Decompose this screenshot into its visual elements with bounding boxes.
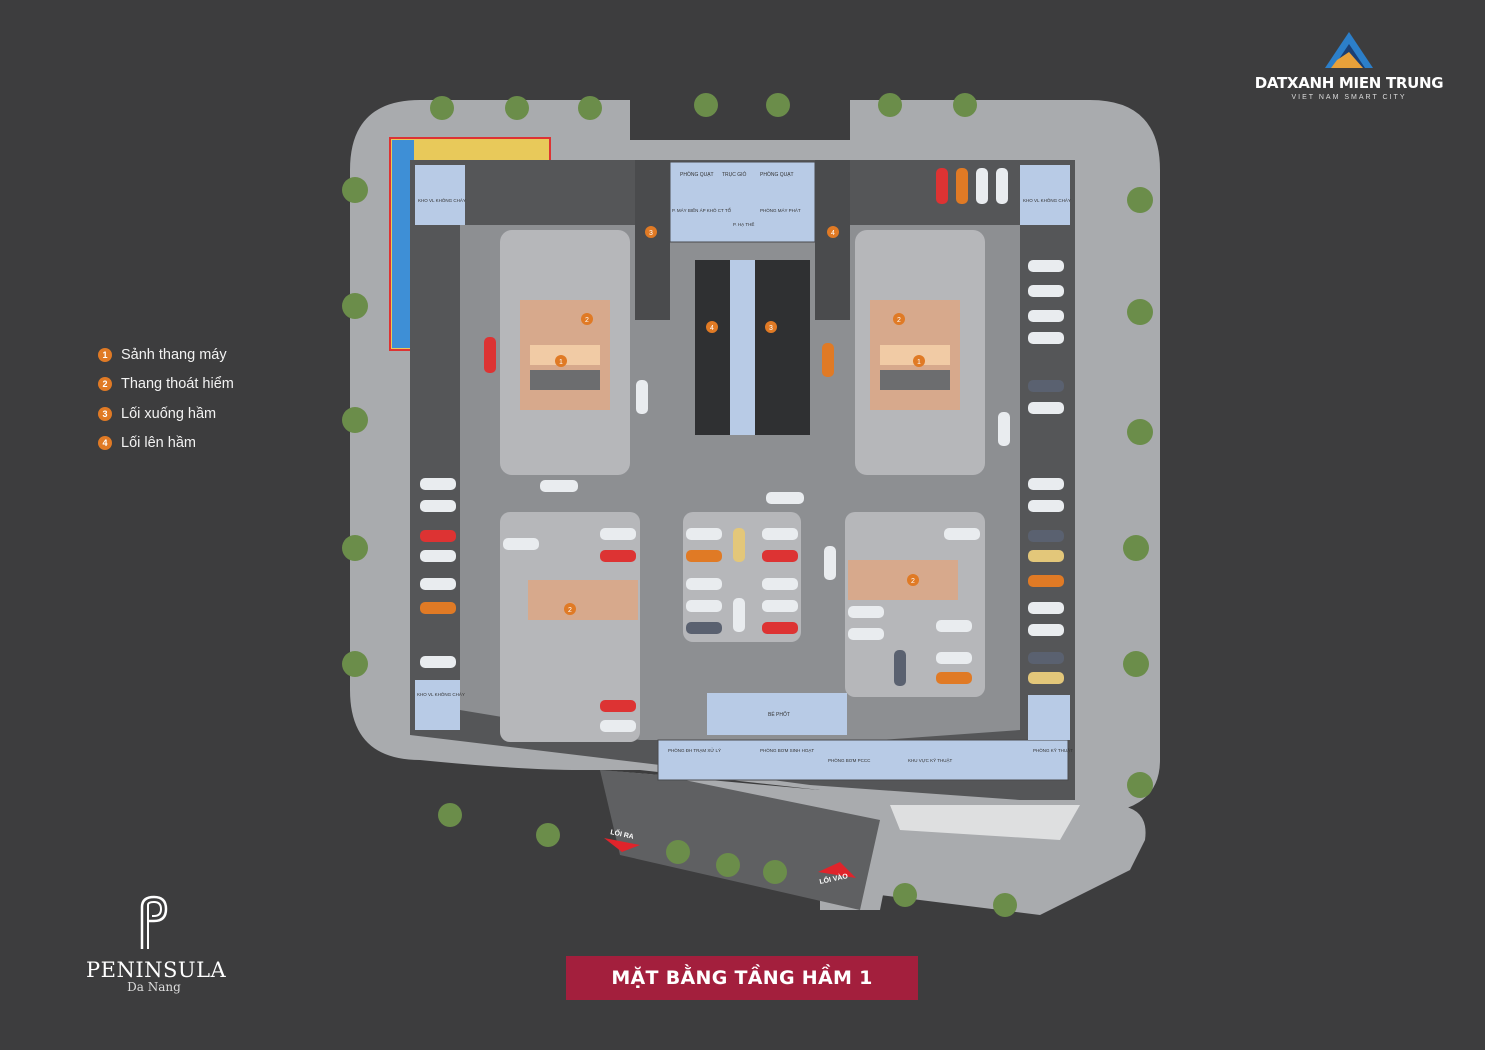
- peninsula-monogram-icon: [140, 895, 168, 949]
- legend-item: 2 Thang thoát hiểm: [98, 370, 234, 400]
- svg-text:2: 2: [585, 317, 589, 324]
- room-khu-ky-thuat: KHU VỰC KỸ THUẬT: [908, 757, 953, 763]
- brand-triangle-icon: [1325, 32, 1373, 68]
- exit-arrow: [604, 838, 640, 852]
- room-kho-chay-1: KHO VL KHÔNG CHÁY: [418, 197, 466, 203]
- room-may-bien-ap: P. MÁY BIẾN ÁP KHÔ CT TỔ: [672, 207, 732, 213]
- project-name: PENINSULA: [86, 958, 227, 982]
- east-plaza-white: [890, 805, 1080, 840]
- svg-text:3: 3: [649, 230, 653, 237]
- legend-number: 2: [98, 377, 112, 392]
- room-sinh-hoat: PHÒNG BƠM SINH HOẠT: [760, 747, 814, 753]
- project-logo: PENINSULA Da Nang: [86, 893, 227, 994]
- room-kho-chay-3: KHO VL KHÔNG CHÁY: [417, 691, 465, 697]
- ramp-left: [635, 160, 670, 320]
- legend-label: Lối xuống hầm: [121, 405, 217, 422]
- room-tram-xu-ly: PHÒNG ĐH TRẠM XỬ LÝ: [668, 747, 721, 753]
- legend: 1 Sảnh thang máy 2 Thang thoát hiểm 3 Lố…: [98, 340, 234, 458]
- legend-label: Lối lên hầm: [121, 435, 196, 452]
- parked-cars: [420, 168, 1064, 732]
- room-bom-pccc: PHÒNG BƠM PCCC: [828, 757, 871, 763]
- room-ha-the: P. HẠ THẾ: [733, 221, 754, 227]
- project-city: Da Nang: [127, 980, 181, 994]
- ramp-right: [815, 160, 850, 320]
- legend-label: Thang thoát hiểm: [121, 376, 234, 393]
- legend-number: 3: [98, 406, 112, 421]
- legend-item: 1 Sảnh thang máy: [98, 340, 234, 370]
- legend-number: 4: [98, 436, 112, 451]
- room-tru-gio: TRỤC GIÓ: [722, 171, 747, 178]
- room-phong-quat-1: PHÒNG QUẠT: [680, 171, 714, 178]
- svg-text:4: 4: [831, 230, 835, 237]
- svg-text:2: 2: [897, 317, 901, 324]
- svg-text:1: 1: [559, 359, 563, 366]
- brand-tagline: VIET NAM SMART CITY: [1291, 94, 1407, 101]
- entry-arrow: [818, 862, 856, 878]
- title-banner: MẶT BẰNG TẦNG HẦM 1: [566, 956, 918, 1000]
- room-phong-ky-thuat: PHÒNG KỸ THUẬT: [1033, 747, 1073, 753]
- svg-text:2: 2: [568, 607, 572, 614]
- brand-logo: DATXANH MIEN TRUNG VIET NAM SMART CITY: [1249, 30, 1449, 101]
- legend-item: 4 Lối lên hầm: [98, 429, 234, 459]
- legend-item: 3 Lối xuống hầm: [98, 399, 234, 429]
- page-title: MẶT BẰNG TẦNG HẦM 1: [611, 967, 873, 989]
- trees: [342, 93, 1153, 917]
- svg-text:2: 2: [911, 578, 915, 585]
- legend-number: 1: [98, 347, 112, 362]
- room-be-phot: BỂ PHỐT: [768, 711, 790, 718]
- room-phong-quat-2: PHÒNG QUẠT: [760, 171, 794, 178]
- svg-text:3: 3: [769, 325, 773, 332]
- legend-label: Sảnh thang máy: [121, 346, 227, 363]
- svg-text:1: 1: [917, 359, 921, 366]
- plan-markers: [555, 226, 925, 615]
- brand-name: DATXANH MIEN TRUNG: [1254, 74, 1444, 92]
- room-may-phat: PHÒNG MÁY PHÁT: [760, 207, 801, 213]
- room-kho-chay-2: KHO VL KHÔNG CHÁY: [1023, 197, 1071, 203]
- entry-road: [600, 770, 880, 910]
- svg-text:4: 4: [710, 325, 714, 332]
